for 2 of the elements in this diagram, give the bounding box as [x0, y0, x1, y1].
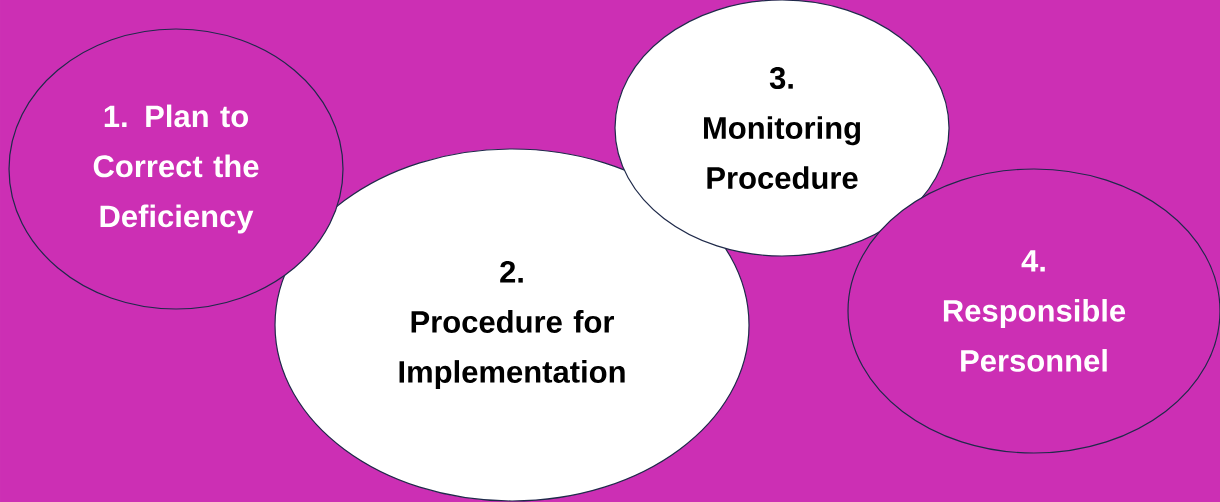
node-label: Responsible Personnel	[943, 299, 1126, 372]
node-label: 4.	[1021, 250, 1045, 272]
